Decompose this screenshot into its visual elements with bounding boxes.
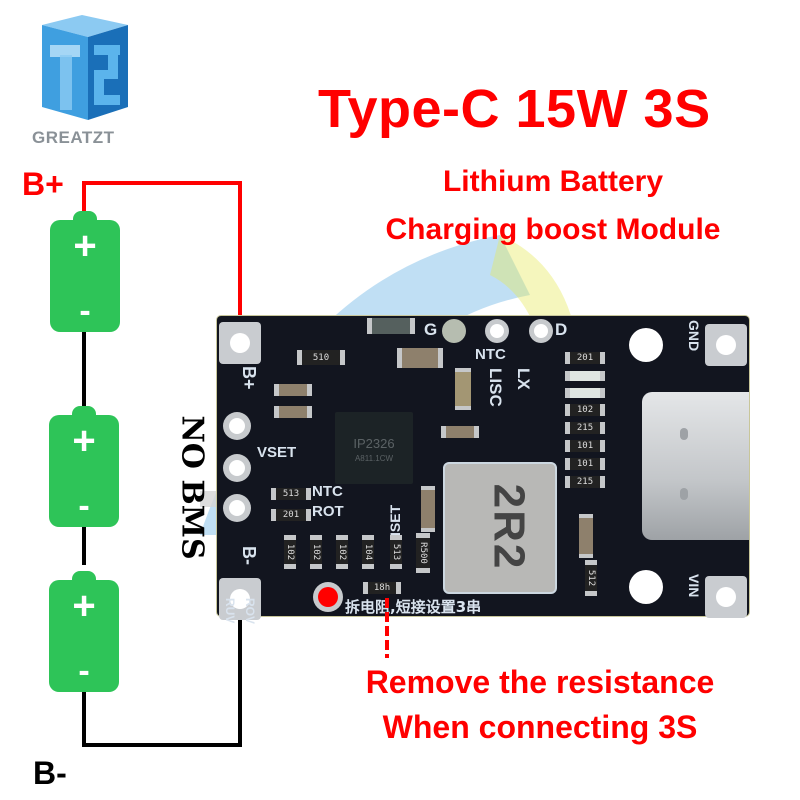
label-lisc: LISC (486, 368, 505, 407)
ic-chip: IP2326 A811.1CW (335, 412, 413, 484)
usb-c-dimple (680, 488, 688, 500)
battery-cell: + - (50, 211, 120, 332)
minus-sign: - (78, 487, 90, 525)
minus-sign: - (78, 652, 90, 690)
capacitor (441, 426, 479, 438)
label-ruv: RUV (223, 598, 237, 624)
brand-logo (30, 15, 130, 120)
capacitor (274, 406, 312, 418)
positive-wire (82, 181, 242, 185)
no-bms-note: NO BMS (174, 415, 210, 560)
plus-sign: + (73, 224, 97, 268)
resistor: R500 (416, 533, 430, 573)
chinese-instruction: 拆电阻,短接设置3串 (345, 598, 482, 616)
resistor: 201 (565, 352, 605, 364)
negative-wire (238, 597, 242, 747)
capacitor (397, 348, 443, 368)
negative-wire (82, 640, 86, 747)
hole (230, 333, 250, 353)
resistor: 102 (565, 404, 605, 416)
tz-cube-logo-icon (42, 15, 128, 120)
resistor: 102 (284, 535, 296, 569)
resistor: 102 (310, 535, 322, 569)
brand-name: GREATZT (32, 128, 115, 147)
inductor: 2R2 (443, 462, 557, 594)
battery-link-wire (82, 330, 86, 410)
callout-pointer (385, 598, 389, 658)
plus-sign: + (72, 584, 96, 628)
resistor: 201 (271, 509, 311, 521)
resistor: 102 (336, 535, 348, 569)
pcb-board: B+ B- VSET NTC ROT ISET G D NTC LISC LX … (217, 316, 749, 624)
capacitor (367, 318, 415, 334)
battery-cap (72, 571, 96, 581)
battery-cap (72, 406, 96, 416)
hole (229, 460, 245, 476)
positive-terminal-label: B+ (22, 166, 64, 202)
label-vin: VIN (686, 574, 702, 598)
resistor: 215 (565, 476, 605, 488)
label-lx: LX (514, 368, 533, 390)
page-title: Type-C 15W 3S (318, 79, 711, 139)
callout-text: Remove the resistance When connecting 3S (300, 660, 780, 750)
negative-wire (82, 743, 242, 747)
label-g: G (424, 320, 438, 339)
resistor: 101 (565, 458, 605, 470)
capacitor (274, 384, 312, 396)
label-vset: VSET (257, 444, 297, 461)
inductor-marking: 2R2 (484, 483, 534, 571)
led (565, 388, 605, 398)
battery-cell: + - (49, 406, 119, 527)
label-rov: ROV (243, 598, 257, 625)
hole (716, 335, 736, 355)
hole (534, 324, 548, 338)
label-rot: ROT (312, 503, 344, 520)
hole (490, 324, 504, 338)
resistor: 512 (585, 560, 597, 596)
chip-code: A811.1CW (354, 454, 394, 463)
minus-sign: - (79, 292, 91, 330)
hole (229, 500, 245, 516)
usb-c-dimple (680, 428, 688, 440)
callout-line-2: When connecting 3S (382, 709, 698, 745)
label-iset: ISET (387, 504, 403, 536)
battery-cell: + - (49, 571, 119, 692)
resistor: 104 (362, 535, 374, 569)
capacitor (421, 486, 435, 532)
hole (229, 418, 245, 434)
negative-terminal-label: B- (33, 755, 67, 791)
capacitor (579, 514, 593, 558)
label-gnd: GND (686, 320, 702, 352)
capacitor (455, 368, 471, 410)
resistor: 101 (565, 440, 605, 452)
label-ntc-top: NTC (475, 346, 506, 363)
label-ntc-left: NTC (312, 483, 343, 500)
subtitle-line-1: Lithium Battery (442, 165, 664, 198)
subtitle-line-2: Charging boost Module (385, 213, 721, 246)
plus-sign: + (72, 419, 96, 463)
hole (230, 589, 250, 609)
usb-c-connector (642, 392, 749, 540)
positive-wire (238, 181, 242, 346)
mount-hole (629, 328, 663, 362)
chip-marking: IP2326 (353, 436, 395, 451)
solder-point-marker (318, 587, 338, 607)
mount-hole (629, 570, 663, 604)
resistor: 215 (565, 422, 605, 434)
led (565, 371, 605, 381)
resistor: 513 (390, 535, 402, 569)
resistor: 513 (271, 488, 311, 500)
removable-resistor: 18h (363, 582, 401, 594)
label-b-minus: B- (239, 546, 259, 565)
callout-line-1: Remove the resistance (365, 664, 715, 700)
resistor: 510 (297, 350, 345, 365)
label-b-plus: B+ (239, 366, 259, 390)
hole (716, 587, 736, 607)
positive-wire (82, 181, 86, 211)
pad-g (442, 319, 466, 343)
battery-cap (73, 211, 97, 221)
label-d: D (555, 320, 568, 339)
